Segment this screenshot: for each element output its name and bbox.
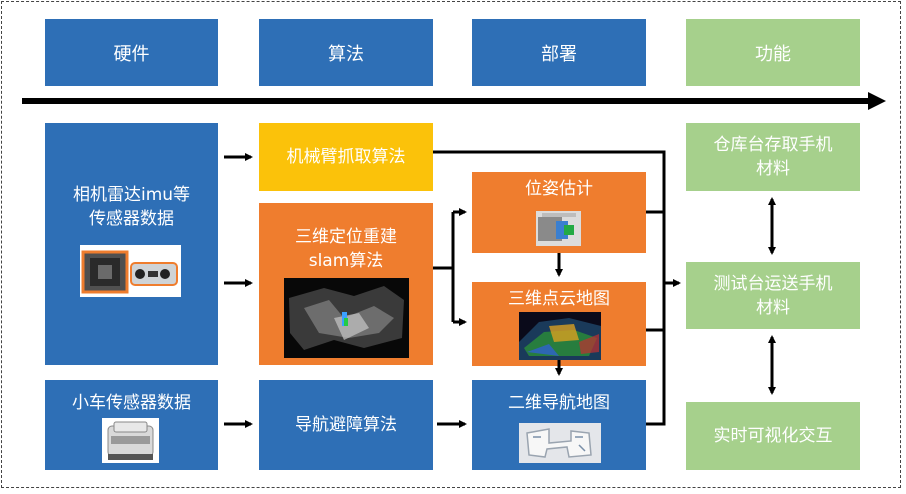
- camera-lidar-image: [80, 245, 181, 297]
- navigation-label: 导航避障算法: [295, 415, 397, 435]
- header-function-label: 功能: [755, 43, 791, 65]
- header-deployment-label: 部署: [541, 43, 577, 65]
- nav-map-picture: [526, 428, 592, 458]
- warehouse-label: 仓库台存取手机 材料: [713, 135, 833, 179]
- header-algorithm: 算法: [259, 19, 433, 86]
- nav-map-label: 二维导航地图: [508, 393, 610, 413]
- header-hardware: 硬件: [45, 19, 218, 86]
- timeline-arrow: [22, 92, 886, 110]
- header-algorithm-label: 算法: [328, 43, 364, 65]
- point-cloud-label: 三维点云地图: [508, 289, 610, 309]
- car-sensor-label: 小车传感器数据: [72, 393, 191, 413]
- slam-label: 三维定位重建 slam算法: [295, 227, 397, 271]
- car-picture: [107, 421, 154, 460]
- hci-label: 实时可视化交互: [713, 426, 833, 446]
- transport-function: 测试台运送手机 材料: [686, 262, 860, 329]
- sensor-data-label: 相机雷达imu等 传感器数据: [72, 185, 191, 229]
- arrow-slam-to-pose-and-cloud: [433, 212, 455, 322]
- transport-label: 测试台运送手机 材料: [713, 273, 833, 318]
- sensor-data-block: 相机雷达imu等 传感器数据: [45, 123, 218, 365]
- pose-image: [536, 211, 581, 246]
- header-deployment: 部署: [472, 19, 646, 86]
- header-function: 功能: [686, 19, 860, 86]
- point-cloud-picture: [519, 318, 601, 360]
- pose-label: 位姿估计: [525, 179, 593, 199]
- nav-map-image: [519, 423, 601, 463]
- point-cloud-image: [519, 312, 601, 360]
- camera-lidar-picture: [81, 250, 178, 294]
- diagram-frame: [1, 1, 901, 488]
- hci-function: 实时可视化交互: [686, 402, 860, 470]
- warehouse-function: 仓库台存取手机 材料: [686, 123, 860, 191]
- arm-grasp-algorithm: 机械臂抓取算法: [259, 123, 433, 191]
- slam-image: [284, 278, 409, 358]
- pose-picture: [538, 213, 576, 241]
- navigation-algorithm: 导航避障算法: [259, 380, 433, 470]
- header-hardware-label: 硬件: [113, 43, 150, 65]
- slam-picture: [289, 286, 404, 350]
- car-image: [102, 418, 159, 463]
- connector-arm-to-bus: [433, 150, 666, 426]
- arm-grasp-label: 机械臂抓取算法: [286, 147, 406, 167]
